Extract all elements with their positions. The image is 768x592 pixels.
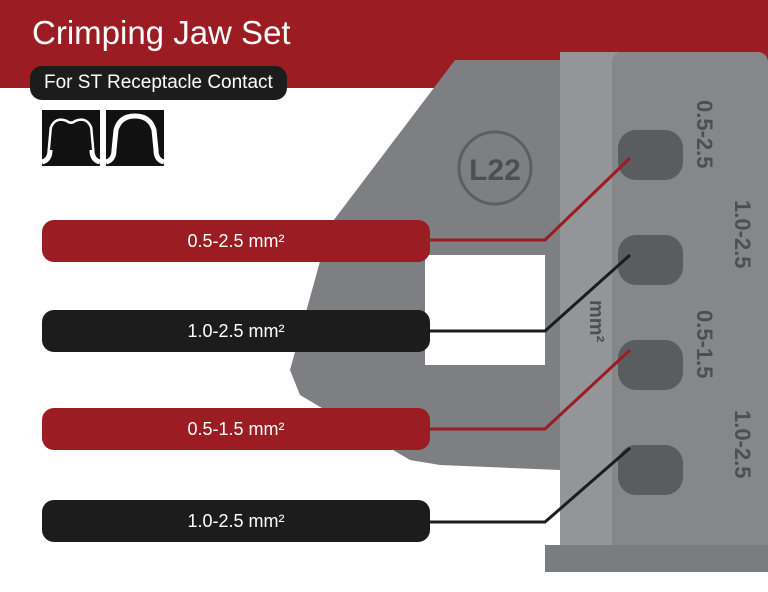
page-title: Crimping Jaw Set [32,14,291,51]
jaw-size-marking: 1.0-2.5 [730,410,755,479]
leader-line [430,253,631,333]
size-label: 1.0-2.5 mm² [42,310,430,352]
subtitle-badge: For ST Receptacle Contact [30,66,287,100]
crimp-profile-double-lobe-icon [41,110,101,166]
jaw-size-marking: 0.5-1.5 [692,310,717,379]
size-label: 0.5-1.5 mm² [42,408,430,450]
jaw-unit-marking: mm² [585,300,607,343]
leader-line [430,156,632,242]
size-label: 1.0-2.5 mm² [42,500,430,542]
leader-line [430,348,632,431]
jaw-model-marking: L22 [469,154,521,187]
jaw-size-marking: 1.0-2.5 [730,200,755,269]
size-label: 0.5-2.5 mm² [42,220,430,262]
jaw-size-marking: 0.5-2.5 [692,100,717,169]
leader-line [430,446,631,524]
crimp-profile-single-dome-icon [105,110,165,166]
